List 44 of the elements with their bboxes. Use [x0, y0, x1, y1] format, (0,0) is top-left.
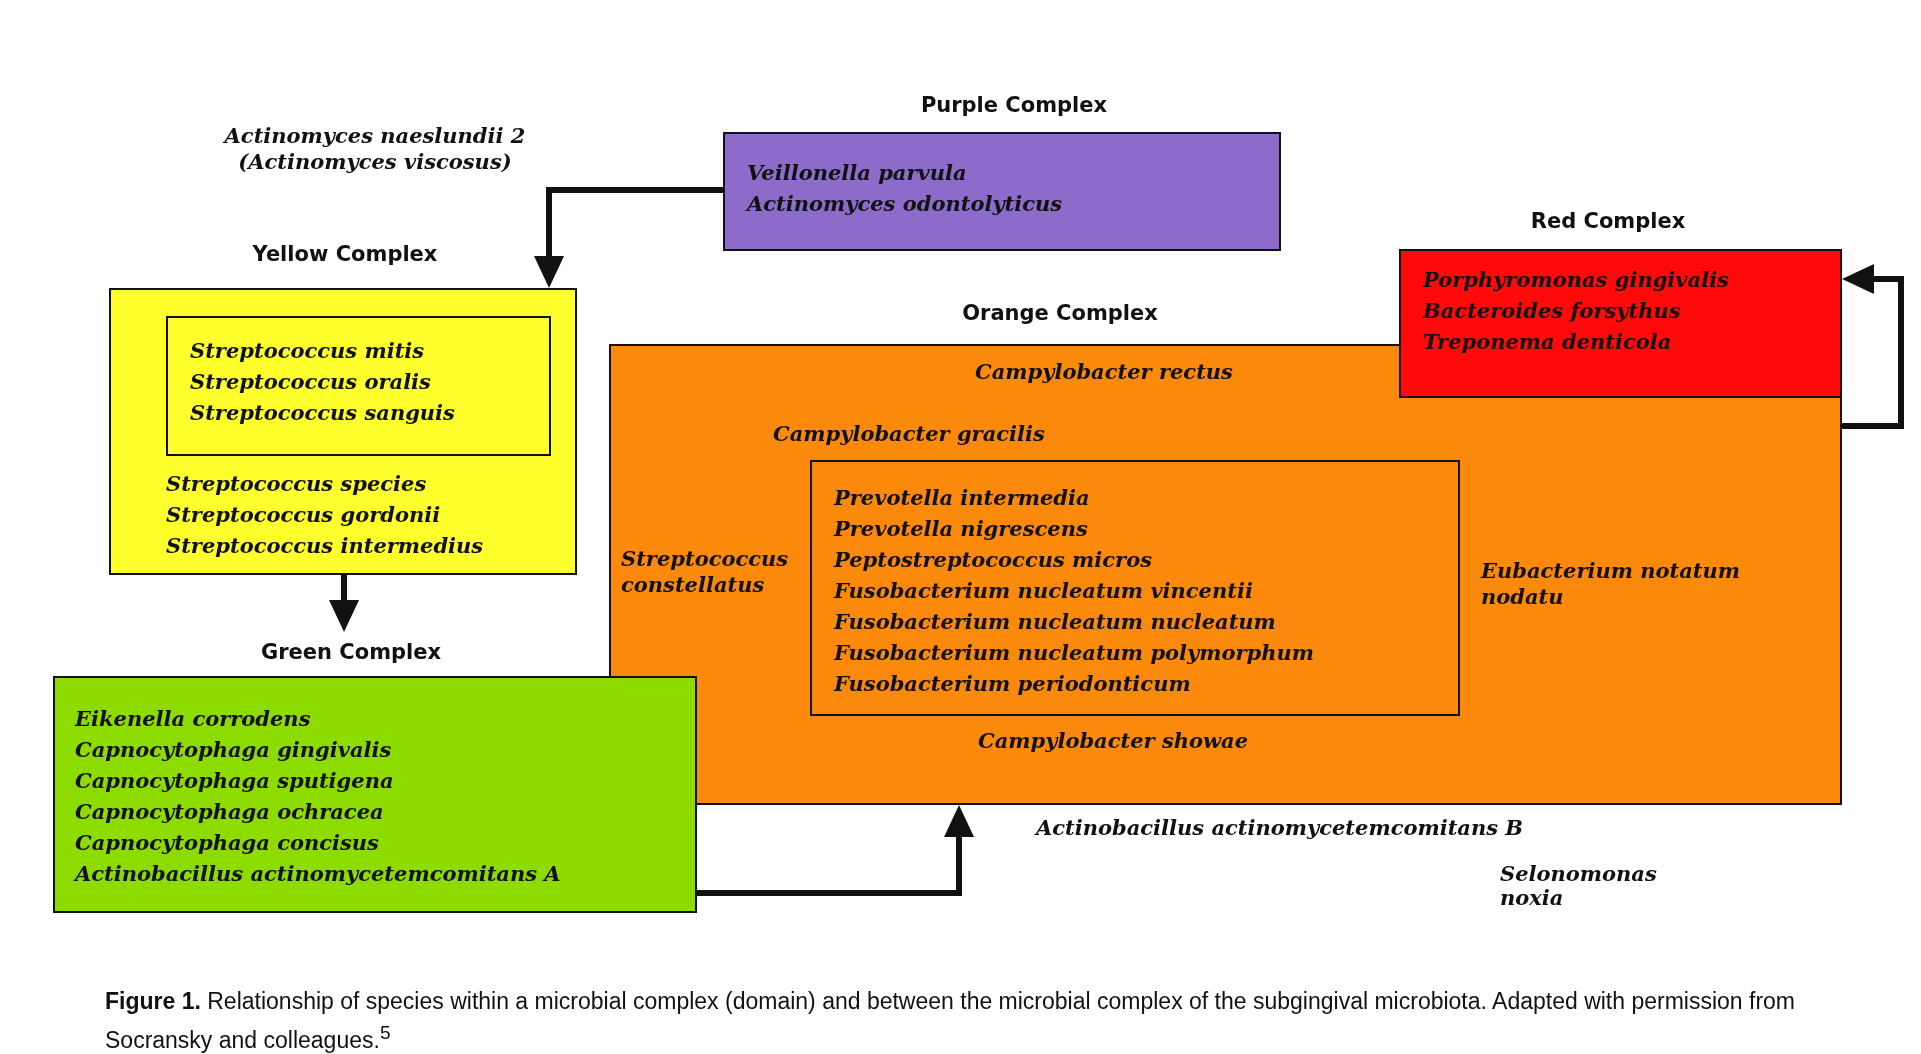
species-name: Capnocytophaga gingivalis — [75, 737, 392, 763]
species-name: Bacteroides forsythus — [1423, 298, 1681, 324]
species-name: Streptococcus intermedius — [166, 533, 484, 559]
species-name: Actinobacillus actinomycetemcomitans A — [75, 861, 561, 887]
species-name: Streptococcus oralis — [190, 369, 431, 395]
species-name: Veillonella parvula — [747, 160, 967, 186]
complex-title: Orange Complex — [962, 300, 1158, 326]
species-name: Capnocytophaga ochracea — [75, 799, 384, 825]
species-name: Peptostreptococcus micros — [834, 547, 1152, 573]
species-name: Streptococcus species — [166, 471, 427, 497]
arrow — [697, 805, 974, 896]
species-name: Campylobacter showae — [978, 728, 1249, 754]
arrow — [329, 575, 359, 632]
species-name: Eikenella corrodens — [75, 706, 311, 732]
species-name: Streptococcus gordonii — [166, 502, 441, 528]
species-name: Streptococcus mitis — [190, 338, 425, 364]
complex-title: Purple Complex — [920, 92, 1108, 118]
species-name: Fusobacterium nucleatum vincentii — [834, 578, 1253, 604]
subgroup-box — [810, 460, 1460, 716]
subgroup-box — [166, 316, 551, 456]
species-name: Capnocytophaga concisus — [75, 830, 379, 856]
species-name: Campylobacter gracilis — [773, 421, 1045, 447]
species-name: Actinomyces naeslundii 2 (Actinomyces viscosus) — [222, 123, 527, 175]
arrow — [1842, 264, 1904, 429]
species-name: Selonomonas noxia — [1500, 862, 1658, 910]
species-name: Actinomyces odontolyticus — [747, 191, 1063, 217]
species-name: Fusobacterium nucleatum polymorphum — [834, 640, 1314, 666]
species-name: Eubacterium notatum nodatu — [1481, 558, 1742, 610]
species-name: Capnocytophaga sputigena — [75, 768, 394, 794]
species-name: Streptococcus sanguis — [190, 400, 455, 426]
species-name: Fusobacterium periodonticum — [834, 671, 1191, 697]
figure-caption: Figure 1. Relationship of species within a microbial complex (domain) and between the microbial complex of the subgingival microbiota. Adapted with permission from Socransky and colleagues.$^{5}$ — [105, 987, 1797, 1054]
species-name: Porphyromonas gingivalis — [1423, 267, 1729, 293]
complex-title: Yellow Complex — [252, 241, 438, 267]
species-name: Streptococcus constellatus — [621, 546, 790, 598]
arrow — [534, 187, 723, 288]
complex-title: Green Complex — [260, 639, 442, 665]
species-name: Fusobacterium nucleatum nucleatum — [834, 609, 1276, 635]
species-name: Campylobacter rectus — [975, 359, 1233, 385]
species-name: Actinobacillus actinomycetemcomitans B — [1036, 815, 1524, 841]
species-name: Prevotella intermedia — [834, 485, 1090, 511]
species-name: Treponema denticola — [1423, 329, 1672, 355]
species-name: Prevotella nigrescens — [834, 516, 1088, 542]
complex-title: Red Complex — [1530, 208, 1686, 234]
